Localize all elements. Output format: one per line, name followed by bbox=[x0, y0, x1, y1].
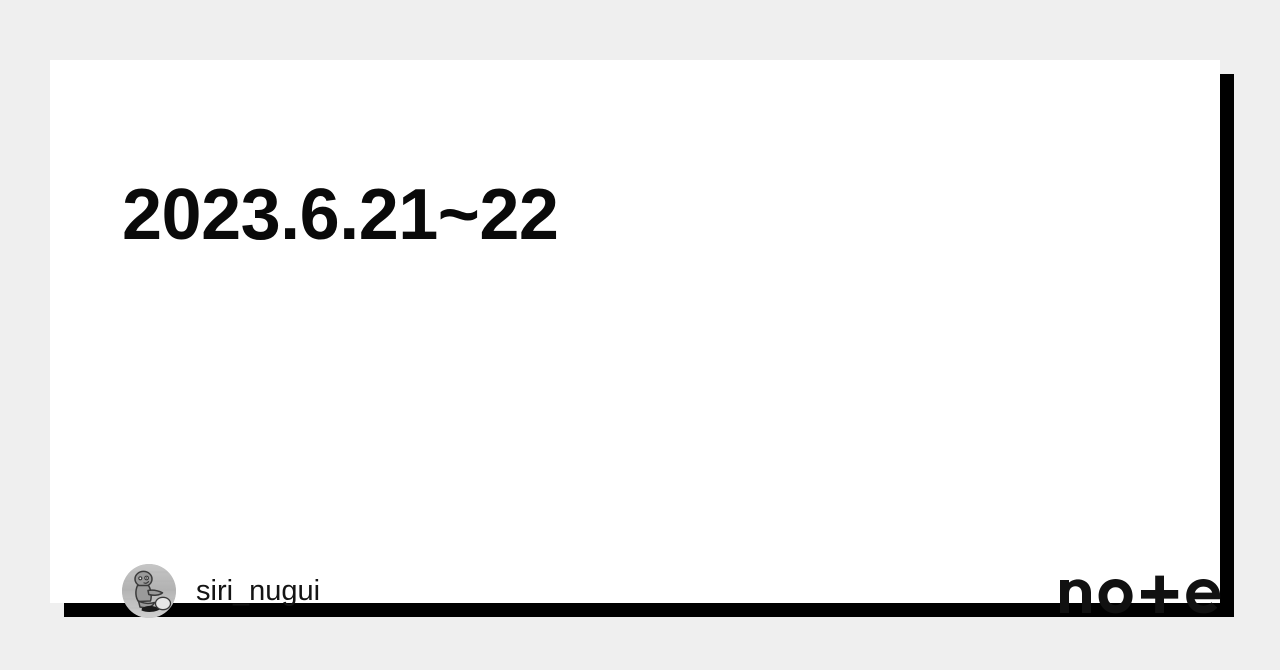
author-block[interactable]: siri_nugui bbox=[122, 564, 320, 618]
avatar[interactable] bbox=[122, 564, 176, 618]
note-logo[interactable] bbox=[1060, 570, 1221, 614]
note-article-card: 2023.6.21~22 bbox=[50, 60, 1234, 618]
card-footer: siri_nugui bbox=[50, 504, 1221, 618]
page-title: 2023.6.21~22 bbox=[122, 175, 559, 255]
card-surface: 2023.6.21~22 bbox=[50, 60, 1221, 618]
author-name: siri_nugui bbox=[196, 574, 321, 607]
